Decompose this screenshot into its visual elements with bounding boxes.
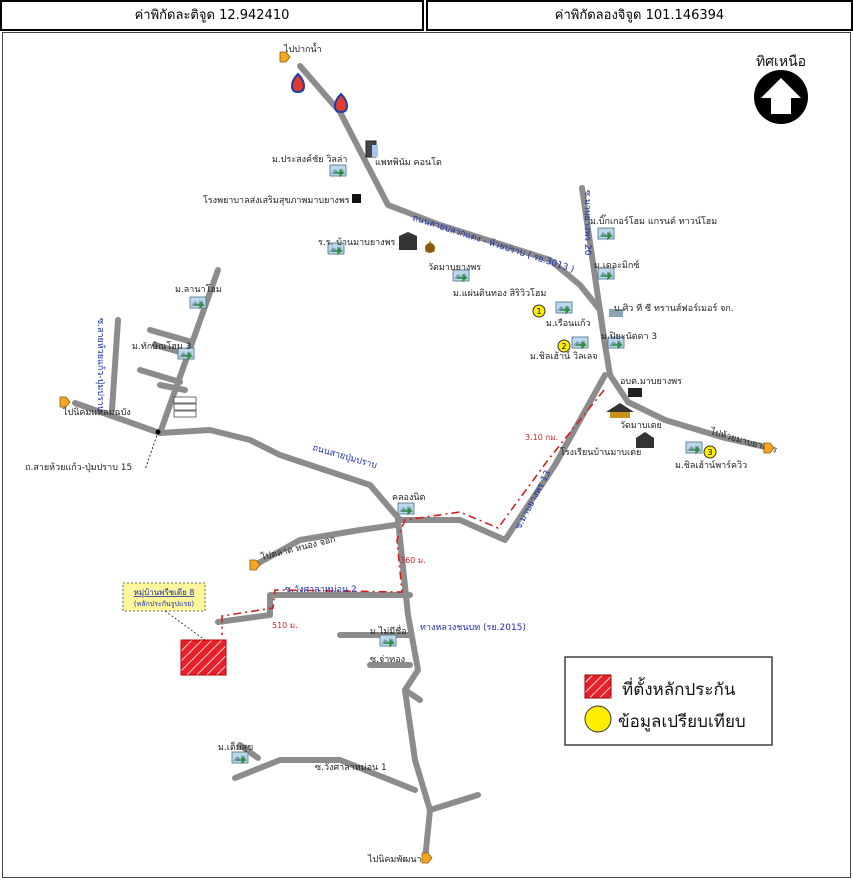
- school-mab-toei-icon: [636, 432, 654, 448]
- north-label: ทิศเหนือ: [756, 54, 806, 70]
- route-2015-label: ทางหลวงชนบท (รย.2015): [420, 623, 526, 633]
- svg-text:2: 2: [561, 342, 566, 351]
- condo-building-icon: [372, 145, 378, 157]
- place-label: ม.ไม่มีชื่อ: [370, 624, 407, 637]
- place-label: ม.ลานาโฮม: [175, 284, 222, 295]
- comparison-markers: 1 2 3: [532, 304, 717, 459]
- place-label: อบต.มาบยางพร: [620, 377, 682, 387]
- subject-label: หมู่บ้านพรีชเดีย 8: [134, 588, 195, 598]
- comparison-marker-2: [557, 339, 571, 353]
- place-label: ม.เรือนแก้ว: [546, 318, 591, 329]
- housing-icon: [231, 751, 249, 764]
- school-icon: [399, 232, 417, 250]
- building-icon: [173, 396, 197, 404]
- housing-icon: [571, 336, 589, 349]
- place-label: ม.ประสงค์ชัย วิลล่า: [272, 153, 347, 165]
- legend: ที่ตั้งหลักประกัน ข้อมูลเปรียบเทียบ: [564, 656, 773, 746]
- place-label: ม.เต็มสุข: [218, 740, 253, 753]
- collateral-swatch: [584, 674, 612, 699]
- svg-text:1: 1: [536, 307, 541, 316]
- soi-wang-kham-2-label: ซ.วังศาลาหม่อน 2: [285, 585, 357, 595]
- place-label: ม.บิ๊กเกอร์โฮม แกรนด์ ทาวน์โฮม: [590, 214, 717, 227]
- to-khao-mai-kaeo-label: ไปนิคมแหลมฉบัง: [62, 407, 131, 418]
- place-label: โรงพยาบาลส่งเสริมสุขภาพมาบยางพร: [203, 195, 350, 206]
- distance-360m: 360 ม.: [400, 556, 426, 565]
- place-label: ม.เดอะมิกซ์: [594, 259, 639, 271]
- collateral-plot: [180, 639, 227, 676]
- to-pak-nam-label: ไปปากน้ำ: [283, 42, 322, 55]
- place-label: วัดมาบยางพร: [428, 263, 481, 273]
- place-label: ม.ทักษิณโฮม 3: [132, 341, 191, 352]
- distance-510m: 510 ม.: [272, 621, 298, 630]
- gas-station-icon: [291, 73, 305, 93]
- housing-icon: [685, 441, 703, 454]
- factory-icon: [609, 309, 623, 317]
- legend-collateral-label: ที่ตั้งหลักประกัน: [622, 677, 736, 700]
- arrow-south-icon: [421, 852, 433, 864]
- place-label: วัดมาบเตย: [620, 421, 662, 431]
- place-label: ม.ปิยะนัดดา 3: [601, 331, 657, 342]
- place-label: บ.ศิว ที ซี ทรานส์ฟอร์เมอร์ จก.: [614, 302, 734, 314]
- building-icon: [173, 410, 197, 418]
- soi-huay-kaeo-15-label: ถ.สายห้วยแก้ว-ปุ่มปราบ 15: [25, 462, 132, 473]
- place-label: ม.ชิลเฮ้าน์ วิลเลจ: [530, 350, 598, 362]
- place-label: ม.ชิลเฮ้าน์พาร์ควิว: [675, 459, 747, 471]
- place-label: โรงเรียนบ้านมาบเตย: [560, 447, 641, 458]
- soi-mab-yang-phon-20-label: ซ.มาบยางพร 20: [582, 190, 592, 256]
- route-to-subject: [221, 389, 605, 635]
- place-label: แพทพินัม คอนโด: [375, 157, 442, 168]
- hospital-icon: [352, 194, 361, 203]
- latitude-readout: ค่าพิกัดละติจูด 12.942410: [0, 0, 424, 31]
- place-label: ม.แผ่นดินทอง สิริวิวโฮม: [453, 288, 546, 299]
- housing-icon: [555, 301, 573, 314]
- soi-huay-kaeo-label: ซ.สายห้วยแก้ว-ปุ่มปราบ: [95, 318, 106, 412]
- housing-icon: [597, 227, 615, 240]
- road-network: [72, 63, 773, 863]
- comparison-marker-3: [703, 445, 717, 459]
- office-icon: [628, 388, 642, 397]
- housing-icon: [189, 296, 207, 309]
- building-icon: [173, 403, 197, 411]
- soi-wang-kham-1-label: ซ.วังศาลาหม่อน 1: [315, 763, 387, 773]
- gas-station-icon: [334, 93, 348, 113]
- subject-property[interactable]: หมู่บ้านพรีชเดีย 8 (หลักประกันรูปแรย): [122, 582, 227, 676]
- place-label: ร.ร. บ้านมาบยางพร: [318, 237, 396, 248]
- place-labels: ม.ประสงค์ชัย วิลล่า แพทพินัม คอนโด โรงพย…: [132, 153, 747, 753]
- north-indicator: ทิศเหนือ: [754, 54, 808, 124]
- coordinate-bar: ค่าพิกัดละติจูด 12.942410 ค่าพิกัดลองจิจ…: [0, 0, 853, 31]
- housing-icon: [329, 164, 347, 177]
- road-labels: ถนนสายปลวกแดง - ห้วยปราบ ( รย.3013 ) ซ.ม…: [95, 190, 592, 773]
- legend-comparison-label: ข้อมูลเปรียบเทียบ: [618, 712, 746, 732]
- distance-3km: 3.10 กม.: [525, 433, 558, 442]
- gas-stations: [291, 73, 348, 113]
- comparison-swatch: [584, 705, 612, 733]
- place-label: ซ.จ่าทอง: [370, 655, 405, 665]
- distance-labels: 3.10 กม. 360 ม. 510 ม.: [272, 433, 558, 630]
- subject-label-box: [122, 582, 206, 612]
- map-frame: [2, 32, 851, 878]
- landmarks: [144, 140, 654, 471]
- arrow-west-icon: [59, 396, 71, 408]
- svg-text:3: 3: [707, 448, 712, 457]
- to-nikom-phatthana-label: ไปนิคมพัฒนา: [367, 854, 422, 865]
- longitude-readout: ค่าพิกัดลองจิจูด 101.146394: [426, 0, 853, 31]
- temple-mab-toei-icon: [606, 403, 634, 412]
- comparison-marker-1: [532, 304, 546, 318]
- place-label: คลองนิต: [392, 492, 425, 503]
- temple-icon: [425, 243, 435, 253]
- housing-icon: [397, 502, 415, 515]
- subject-sublabel: (หลักประกันรูปแรย): [134, 600, 194, 608]
